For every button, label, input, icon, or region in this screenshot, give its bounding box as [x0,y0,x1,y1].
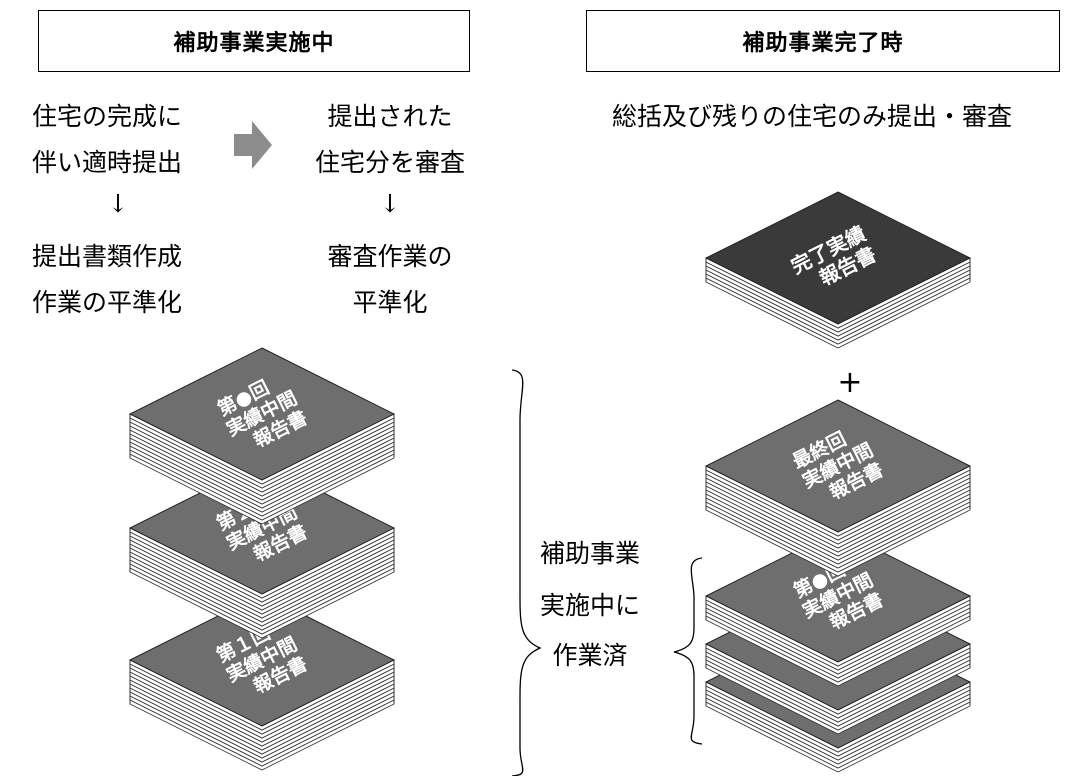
report-cover [128,593,396,727]
col2-line4: 平準化 [352,288,428,317]
large-brace [511,369,542,776]
col2-line1: 提出された [327,102,453,131]
report-cover [128,347,396,481]
col2-line2: 住宅分を審査 [314,148,465,177]
brace-label-line3: 作業済 [552,641,628,670]
right-arrow-icon [234,121,272,169]
brace-label-line1: 補助事業 [539,539,640,568]
small-brace [673,557,703,745]
col1-line2: 伴い適時提出 [32,148,183,177]
col2-line3: 審査作業の [327,242,453,271]
report-cover [128,461,396,595]
report-cover [704,399,972,533]
header-in-progress: 補助事業実施中 [38,10,470,72]
col2-down-arrow: ↓ [379,189,401,218]
col1-line4: 作業の平準化 [32,288,183,317]
col1-line1: 住宅の完成に [32,102,183,131]
col1-line3: 提出書類作成 [32,242,183,271]
col1-down-arrow: ↓ [107,189,129,218]
header-completion: 補助事業完了時 [586,10,1060,72]
right-caption: 総括及び残りの住宅のみ提出・審査 [612,102,1013,131]
report-cover [704,191,972,325]
plus-sign: + [837,365,863,400]
report-cover [704,529,972,663]
brace-label-line2: 実施中に [539,591,640,620]
